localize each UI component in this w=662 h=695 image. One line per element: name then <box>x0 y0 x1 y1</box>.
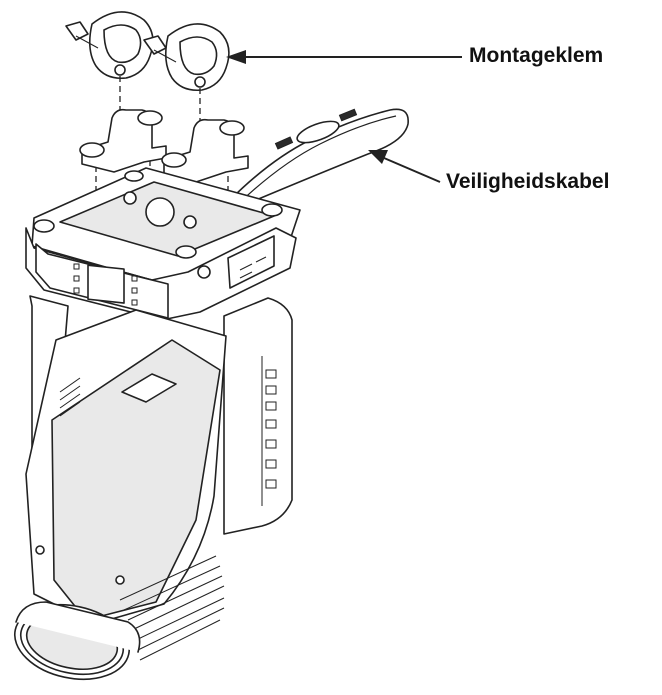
mounting-clamp-icon <box>65 11 230 92</box>
safety-cable-icon <box>217 108 409 217</box>
omega-bracket-icon <box>79 108 249 183</box>
callout-arrows <box>226 50 462 183</box>
moving-head-light-fixture-icon <box>13 167 301 681</box>
callout-label-mounting-clamp: Montageklem <box>469 44 604 67</box>
callout-label-safety-cable: Veiligheidskabel <box>446 170 610 193</box>
